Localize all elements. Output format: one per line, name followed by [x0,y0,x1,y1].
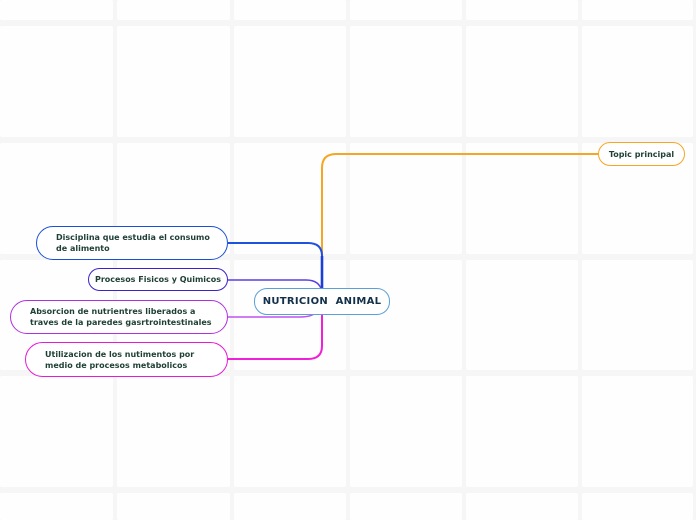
connector-topic-principal [321,153,598,300]
topic-label: Utilizacion de los nutimentos por medio … [45,349,195,370]
connector-utilizacion [228,302,323,360]
grid-cell [466,493,578,520]
central-topic-node[interactable]: NUTRICION ANIMAL [254,288,390,315]
grid-cell [350,143,462,254]
grid-cell [582,0,693,20]
grid-cell [350,376,462,487]
grid-cell [234,143,346,254]
grid-cell [0,493,113,520]
grid-cell [117,376,230,487]
grid-cell [0,26,113,137]
grid-cell [582,493,693,520]
grid-cell [117,0,230,20]
grid-cell [466,0,578,20]
topic-node-topic-principal[interactable]: Topic principal [598,142,685,166]
grid-cell [234,493,346,520]
topic-label: Topic principal [608,149,675,159]
grid-cell [466,26,578,137]
topic-label: Procesos Fisicos y Quimicos [94,275,222,284]
grid-cell [234,26,346,137]
grid-cell [582,26,693,137]
grid-cell [0,376,113,487]
grid-cell [466,260,578,370]
grid-cell [234,260,346,370]
grid-cell [350,26,462,137]
topic-node-procesos[interactable]: Procesos Fisicos y Quimicos [88,268,228,291]
grid-cell [582,376,693,487]
grid-cell [466,143,578,254]
grid-cell [350,260,462,370]
grid-cell [582,260,693,370]
topic-label: Absorcion de nutrientres liberados a tra… [30,307,212,327]
grid-cell [350,0,462,20]
grid-cell [466,376,578,487]
topic-label: Disciplina que estudia el consumo de ali… [56,233,210,253]
topic-node-utilizacion[interactable]: Utilizacion de los nutimentos por medio … [25,342,228,377]
connector-disciplina [228,242,323,300]
central-topic-label: NUTRICION ANIMAL [262,296,382,307]
topic-node-absorcion[interactable]: Absorcion de nutrientres liberados a tra… [10,300,228,334]
grid-cell [350,493,462,520]
grid-cell [234,376,346,487]
grid-cell [117,26,230,137]
grid-cell [234,0,346,20]
grid-cell [0,0,113,20]
topic-node-disciplina[interactable]: Disciplina que estudia el consumo de ali… [36,226,228,260]
grid-cell [117,493,230,520]
